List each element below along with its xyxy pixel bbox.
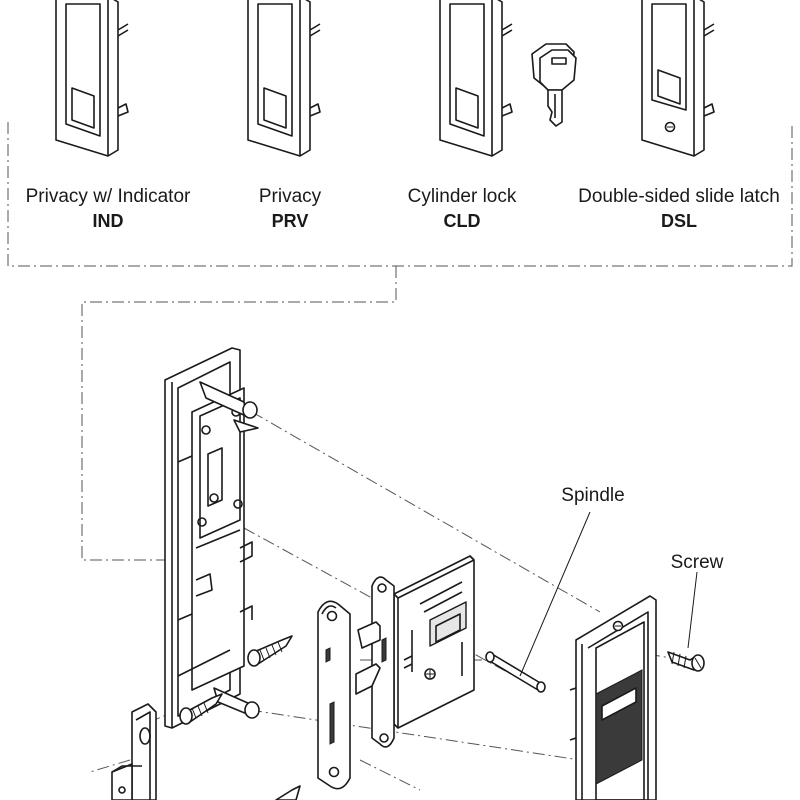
mounting-screw-upper-left xyxy=(247,635,293,667)
variant-ind-name: Privacy w/ Indicator xyxy=(26,186,191,207)
variant-prv-code: PRV xyxy=(272,211,309,231)
screw-leader xyxy=(687,571,698,649)
mounting-screw-bottom xyxy=(275,785,301,800)
variant-cld-code: CLD xyxy=(444,211,481,231)
inner-pull-plate xyxy=(164,347,253,729)
lock-front-strip xyxy=(355,576,395,748)
variant-ind-code: IND xyxy=(93,211,124,231)
key-icon xyxy=(531,43,577,127)
spindle-leader xyxy=(519,511,591,677)
spindle-label: Spindle xyxy=(561,485,624,506)
screw-icon xyxy=(667,651,705,672)
variant-prv-pull xyxy=(247,0,321,157)
latch-face-plate xyxy=(317,600,351,790)
variant-dsl-name: Double-sided slide latch xyxy=(578,186,780,207)
variant-dsl-pull xyxy=(641,0,715,157)
variant-group-bracket xyxy=(7,122,793,267)
variant-cld-pull xyxy=(439,0,513,157)
mounting-screw-lower-left xyxy=(179,693,223,725)
variant-dsl-code: DSL xyxy=(661,211,697,231)
lower-guide-pin xyxy=(213,687,260,719)
bracket-leader-line xyxy=(81,266,397,561)
outer-pull-plate xyxy=(569,595,657,800)
spindle-rod xyxy=(485,651,546,693)
strike-keeper xyxy=(111,703,157,800)
variant-ind-pull xyxy=(55,0,129,157)
variant-prv-name: Privacy xyxy=(259,186,322,207)
variant-cld-name: Cylinder lock xyxy=(408,186,517,207)
screw-label: Screw xyxy=(671,552,724,573)
mortise-lock-body xyxy=(393,555,475,729)
upper-guide-pin xyxy=(199,381,259,433)
